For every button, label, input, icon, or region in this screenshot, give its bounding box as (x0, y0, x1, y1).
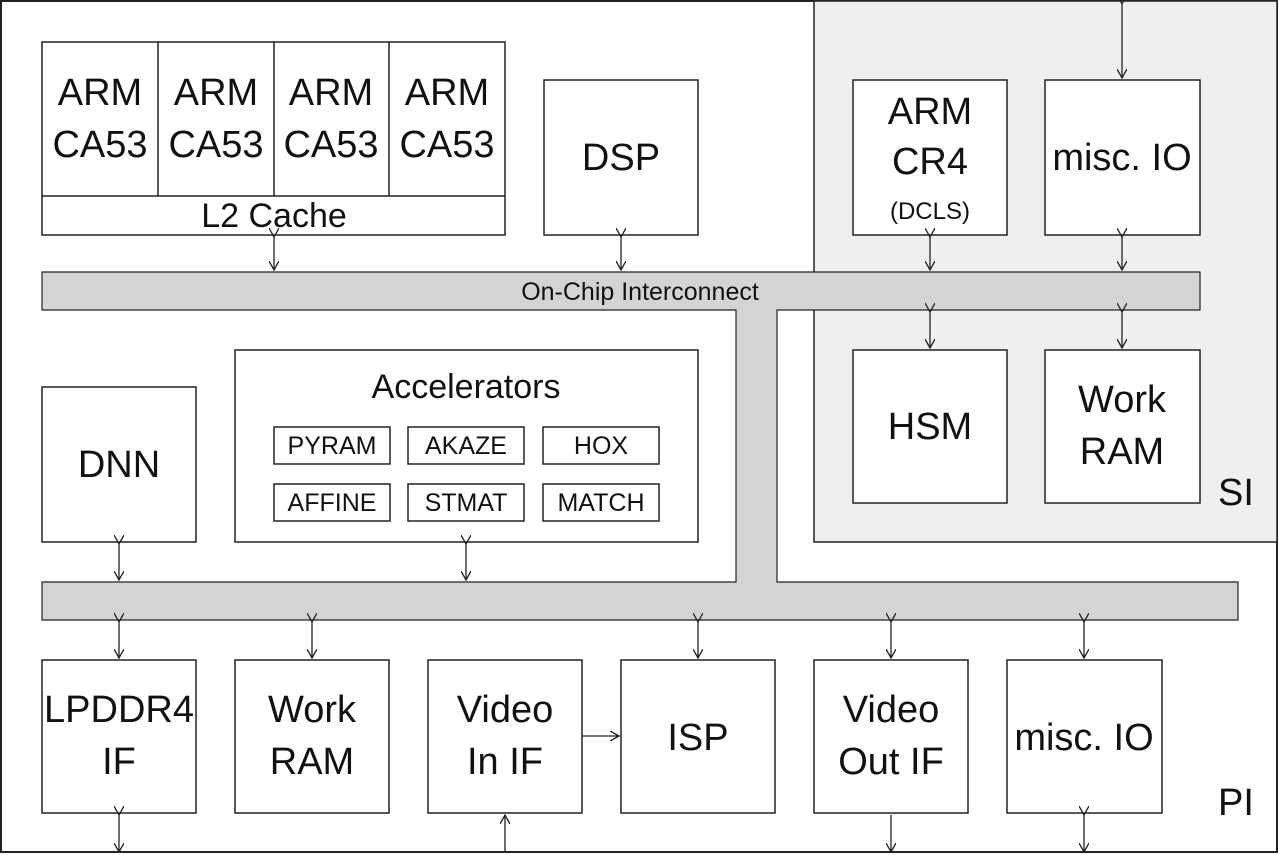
accel-hox-label: HOX (574, 432, 629, 460)
dnn-block (41, 386, 197, 543)
accelerators-group: Accelerators PYRAM AKAZE HOX AFFINE STMA… (234, 349, 699, 543)
video-in-line2: In IF (467, 741, 543, 783)
accel-stmat (407, 483, 525, 522)
lpddr4-line1: LPDDR4 (44, 689, 194, 731)
accel-stmat-label: STMAT (425, 489, 508, 517)
video-in-if-block (427, 659, 583, 814)
si-work-ram-line2: RAM (1080, 431, 1164, 473)
pi-misc-io-label: misc. IO (1014, 717, 1153, 759)
cr4-line2: CR4 (892, 141, 968, 183)
connection-arrows (119, 4, 1122, 852)
hsm-block (852, 349, 1008, 504)
si-region-label: SI (1218, 472, 1254, 514)
accel-akaze-label: AKAZE (425, 432, 507, 460)
accel-match (542, 483, 660, 522)
accel-pyram-label: PYRAM (288, 432, 377, 460)
video-out-if-block (813, 659, 969, 814)
lpddr4-line2: IF (102, 741, 136, 783)
accel-pyram (273, 426, 391, 465)
pi-work-ram-line2: RAM (270, 741, 354, 783)
hsm-label: HSM (888, 406, 972, 448)
dnn-label: DNN (78, 444, 160, 486)
accelerators-title: Accelerators (372, 368, 561, 406)
accel-affine (273, 483, 391, 522)
core-1-line2: CA53 (52, 124, 147, 166)
si-misc-io-block (1044, 79, 1201, 236)
dsp-label: DSP (582, 137, 660, 179)
core-4-line1: ARM (405, 72, 489, 114)
pi-region-label: PI (1218, 782, 1254, 824)
lpddr4-if-block (41, 659, 197, 814)
cr4-line3: (DCLS) (890, 198, 970, 225)
isp-block (620, 659, 776, 814)
isp-label: ISP (667, 717, 728, 759)
l2-cache-label: L2 Cache (201, 197, 347, 235)
accel-affine-label: AFFINE (288, 489, 377, 517)
pi-misc-io-block (1006, 659, 1163, 814)
si-work-ram-line1: Work (1078, 379, 1167, 421)
video-in-line1: Video (457, 689, 554, 731)
core-3-line2: CA53 (283, 124, 378, 166)
pi-work-ram-block (234, 659, 390, 814)
core-1-line1: ARM (58, 72, 142, 114)
pi-work-ram-line1: Work (268, 689, 357, 731)
cpu-cluster: ARM CA53 ARM CA53 ARM CA53 ARM CA53 L2 C… (41, 41, 506, 236)
cr4-line1: ARM (888, 91, 972, 133)
core-2-line1: ARM (174, 72, 258, 114)
accel-hox (542, 426, 660, 465)
video-out-line2: Out IF (838, 741, 944, 783)
accel-akaze (407, 426, 525, 465)
accel-match-label: MATCH (557, 489, 644, 517)
interconnect-label: On-Chip Interconnect (521, 278, 759, 306)
core-3-line1: ARM (289, 72, 373, 114)
core-2-line2: CA53 (168, 124, 263, 166)
si-misc-io-label: misc. IO (1052, 137, 1191, 179)
video-out-line1: Video (843, 689, 940, 731)
dsp-block (543, 79, 699, 236)
core-4-line2: CA53 (399, 124, 494, 166)
arm-cr4-block (852, 79, 1008, 236)
si-work-ram-block (1044, 349, 1201, 504)
